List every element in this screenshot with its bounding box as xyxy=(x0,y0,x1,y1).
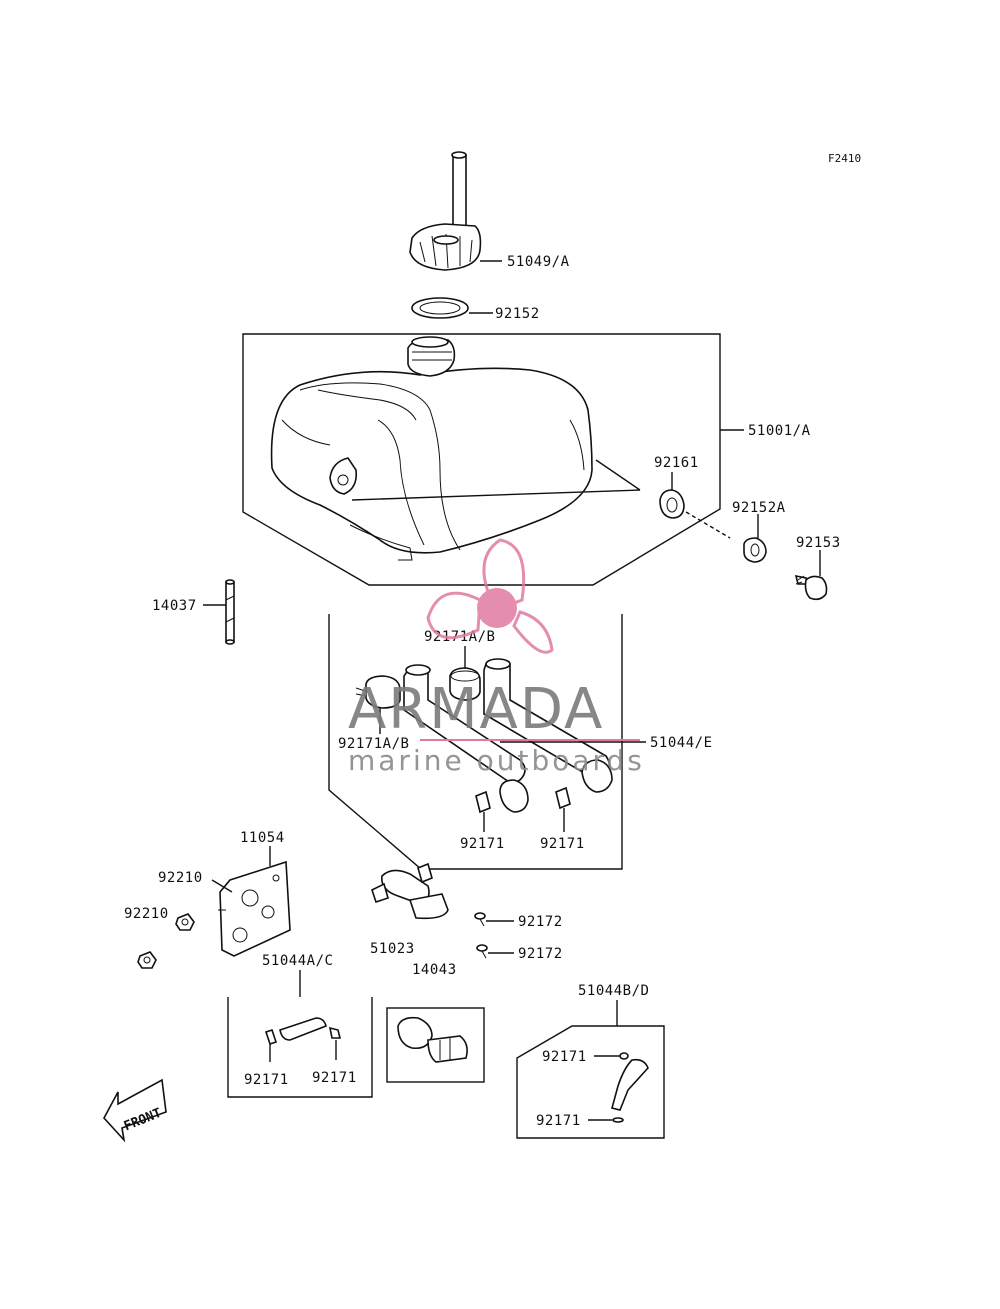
clip-left-part xyxy=(475,790,491,814)
hose-bd-outline xyxy=(516,1025,665,1139)
callout-clip-ac-left: 92171 xyxy=(244,1072,289,1088)
callout-hose-ac: 51044A/C xyxy=(262,953,333,969)
callout-bracket: 11054 xyxy=(240,830,285,846)
hose-bd-part xyxy=(611,1052,649,1123)
clamp-upper-part xyxy=(449,667,481,701)
front-arrow-icon: FRONT xyxy=(103,1078,167,1143)
callout-screw-upper: 92172 xyxy=(518,914,563,930)
watermark: ARMADA marine outboards xyxy=(348,538,645,777)
callout-clamp-left: 92171A/B xyxy=(338,736,409,752)
propeller-logo-icon xyxy=(426,538,554,654)
callout-breather: 14037 xyxy=(152,598,197,614)
callout-bolt: 92153 xyxy=(796,535,841,551)
figure-code: F2410 xyxy=(828,152,861,165)
clamp-left-part xyxy=(355,675,401,709)
cap-gasket-part xyxy=(411,297,469,319)
hose-ac-part xyxy=(264,1017,342,1046)
callout-clip-bd-lower: 92171 xyxy=(536,1113,581,1129)
callout-hose-bd: 51044B/D xyxy=(578,983,649,999)
nut-lower-part xyxy=(137,951,157,969)
bolt-part xyxy=(794,574,828,601)
fuel-cap-part xyxy=(409,151,482,271)
filter-box-outline xyxy=(386,1007,485,1083)
callout-hose-main: 51044/E xyxy=(650,735,713,751)
screw-upper-part xyxy=(474,912,486,927)
watermark-subtitle: marine outboards xyxy=(348,744,645,777)
callout-nut-upper: 92210 xyxy=(158,870,203,886)
washer-part xyxy=(743,537,767,563)
bracket-part xyxy=(218,860,291,957)
grommet-part xyxy=(659,489,685,519)
screw-lower-part xyxy=(476,944,488,959)
callout-washer: 92152A xyxy=(732,500,786,516)
callout-cap: 51049/A xyxy=(507,254,570,270)
fuel-cock-part xyxy=(371,862,449,920)
callout-clip-right: 92171 xyxy=(540,836,585,852)
fuel-hose-part xyxy=(403,658,613,813)
callout-tank: 51001/A xyxy=(748,423,811,439)
callout-screw-lower: 92172 xyxy=(518,946,563,962)
clip-right-part xyxy=(555,786,571,810)
callout-clip-bd-upper: 92171 xyxy=(542,1049,587,1065)
callout-cap-gasket: 92152 xyxy=(495,306,540,322)
callout-clip-left: 92171 xyxy=(460,836,505,852)
callout-grommet: 92161 xyxy=(654,455,699,471)
watermark-title: ARMADA xyxy=(348,677,604,742)
callout-fuel-cock: 51023 xyxy=(370,941,415,957)
breather-part xyxy=(225,579,235,645)
callout-clip-ac-right: 92171 xyxy=(312,1070,357,1086)
tank-group-outline xyxy=(242,333,721,586)
callout-nut-lower: 92210 xyxy=(124,906,169,922)
fuel-filter-part xyxy=(397,1016,468,1063)
callout-filter: 14043 xyxy=(412,962,457,978)
fuel-tank-part xyxy=(270,336,593,561)
nut-upper-part xyxy=(175,913,195,931)
hose-ac-outline xyxy=(227,997,373,1098)
